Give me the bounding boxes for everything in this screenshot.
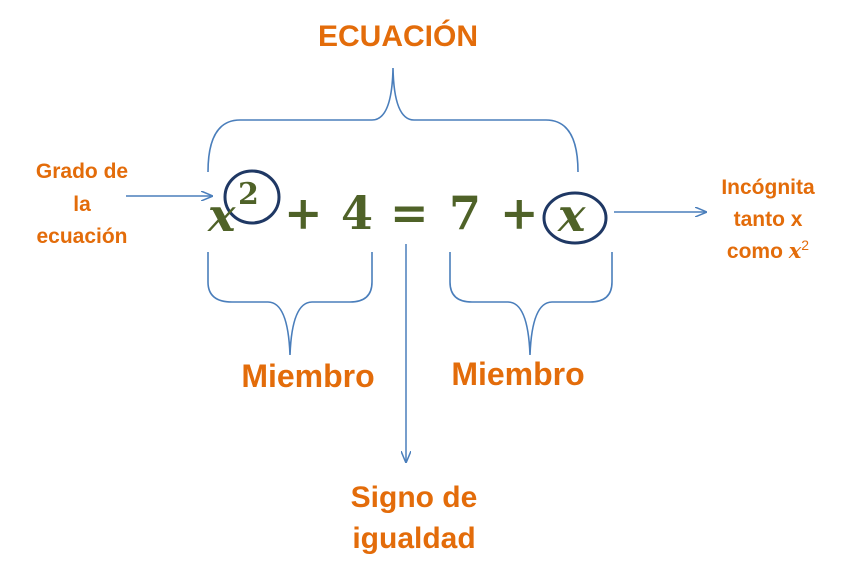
variable-circle [542,191,608,245]
degree-label-line3: ecuación [36,225,128,249]
degree-label-line2: la [73,192,91,216]
equation-exponent: 2 [238,177,259,212]
exponent-circle [223,169,281,225]
equality-label: Signo de igualdad [314,478,514,559]
unknown-label-line3: como x2 [700,235,836,268]
degree-label-line1: Grado de [35,160,129,183]
member-left-label: Miembro [241,358,375,394]
equation-const-right: 7 [449,186,482,240]
equation-var-left: x [208,188,236,242]
equation-brace [207,67,579,173]
equation-plus-2: + [500,186,539,240]
equality-label-line2: igualdad [352,521,476,555]
right-member-brace [449,252,613,356]
degree-label: Grado de la ecuación [14,156,150,254]
equation-const-left: 4 [341,186,374,240]
unknown-label-line2: tanto x [733,207,803,231]
unknown-label-line1: Incógnita [721,176,815,199]
equation-equals: = [390,186,429,240]
unknown-label-exp: 2 [801,237,810,253]
unknown-label: Incógnita tanto x como x2 [700,172,836,268]
equality-label-line1: Signo de [350,481,478,514]
equation-plus-1: + [284,186,323,240]
unknown-label-prefix: como [726,240,789,263]
equation-var-right: x [558,188,586,242]
member-right-label: Miembro [451,356,585,392]
equation-title: ECUACIÓN [317,20,478,53]
unknown-label-var: x [788,238,802,263]
left-member-brace [207,252,373,356]
